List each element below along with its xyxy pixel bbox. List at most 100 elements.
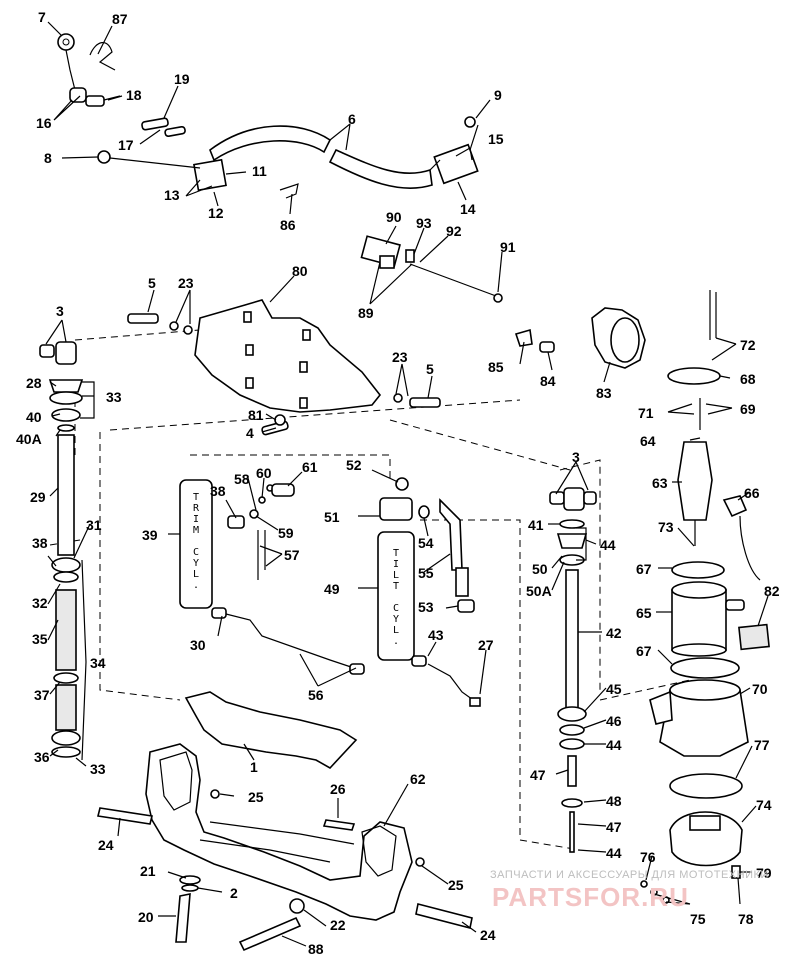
part-number: 6: [348, 111, 356, 127]
part-number: 86: [280, 217, 296, 233]
part-number: 60: [256, 465, 272, 481]
part-number: 58: [234, 471, 250, 487]
cylinder-label-letter: M: [193, 525, 199, 536]
part-number: 29: [30, 489, 46, 505]
part-number: 38: [32, 535, 48, 551]
part-number: 63: [652, 475, 668, 491]
part-number: 31: [86, 517, 102, 533]
part-number: 56: [308, 687, 324, 703]
part-number: 38: [210, 483, 226, 499]
assembly-dashed-lines: [49, 329, 691, 851]
part-number: 33: [106, 389, 122, 405]
part-number: 44: [606, 737, 622, 753]
part-number: 24: [98, 837, 114, 853]
cylinder-label-letter: .: [393, 636, 399, 647]
part-number: 14: [460, 201, 476, 217]
cylinder-label-letter: I: [393, 559, 399, 570]
part-number: 68: [740, 371, 756, 387]
cylinder-label-letter: C: [393, 603, 399, 614]
part-number: 1: [250, 759, 258, 775]
part-number: 20: [138, 909, 154, 925]
part-number: 12: [208, 205, 224, 221]
part-number: 90: [386, 209, 402, 225]
part-number: 26: [330, 781, 346, 797]
cylinder-label-letter: L: [193, 569, 199, 580]
pump-motor-assembly: [514, 290, 770, 904]
part-number: 48: [606, 793, 622, 809]
leader-lines: [45, 21, 769, 947]
part-number: 3: [572, 449, 580, 465]
part-number: 11: [252, 163, 267, 179]
cylinder-label-letter: R: [193, 503, 200, 514]
part-number: 53: [418, 599, 434, 615]
part-number: 80: [292, 263, 308, 279]
part-number: 5: [426, 361, 434, 377]
cylinder-label-letter: .: [193, 580, 199, 591]
part-number: 64: [640, 433, 656, 449]
part-number: 27: [478, 637, 494, 653]
part-number: 69: [740, 401, 756, 417]
part-number: 82: [764, 583, 780, 599]
part-number: 25: [448, 877, 464, 893]
part-number: 32: [32, 595, 48, 611]
cylinder-label-letter: I: [193, 514, 199, 525]
part-number: 3: [56, 303, 64, 319]
part-number: 43: [428, 627, 444, 643]
part-number: 79: [756, 865, 772, 881]
part-number: 36: [34, 749, 50, 765]
part-number: 71: [638, 405, 654, 421]
part-number: 51: [324, 509, 340, 525]
part-number: 54: [418, 535, 434, 551]
part-number: 61: [302, 459, 318, 475]
watermark-tagline: ЗАПЧАСТИ И АКСЕССУАРЫ ДЛЯ МОТОТЕХНИКИ: [490, 869, 769, 881]
part-number: 17: [118, 137, 134, 153]
part-number: 84: [540, 373, 556, 389]
part-number: 19: [174, 71, 190, 87]
part-number: 42: [606, 625, 622, 641]
part-number: 45: [606, 681, 622, 697]
cylinder-label-letter: C: [193, 547, 199, 558]
part-number: 21: [140, 863, 156, 879]
cylinder-label-letter: Y: [193, 558, 199, 569]
part-number: 15: [488, 131, 504, 147]
part-number: 65: [636, 605, 652, 621]
part-number: 24: [480, 927, 496, 943]
part-number: 22: [330, 917, 346, 933]
cylinder-label-letter: L: [393, 570, 399, 581]
stern-bracket: [97, 691, 473, 952]
part-number: 40: [26, 409, 42, 425]
part-number: 7: [38, 9, 46, 25]
right-tilt-rod-stack: [549, 487, 597, 853]
part-number: 72: [740, 337, 756, 353]
part-number: 9: [494, 87, 502, 103]
part-number: 87: [112, 11, 128, 27]
cylinder-label-letter: T: [393, 581, 399, 592]
part-number: 91: [500, 239, 516, 255]
watermark-logo: PARTSFOR.RU: [492, 882, 689, 912]
part-number: 67: [636, 643, 652, 659]
part-number: 57: [284, 547, 300, 563]
part-number: 89: [358, 305, 374, 321]
part-number: 28: [26, 375, 42, 391]
part-number: 81: [248, 407, 264, 423]
part-number: 55: [418, 565, 434, 581]
part-number: 50A: [526, 583, 552, 599]
part-number: 76: [640, 849, 656, 865]
sender-assembly: [360, 235, 503, 303]
bracket-80: [127, 299, 441, 436]
part-number: 8: [44, 150, 52, 166]
part-number: 83: [596, 385, 612, 401]
part-number: 44: [606, 845, 622, 861]
part-number: 67: [636, 561, 652, 577]
part-number: 70: [752, 681, 768, 697]
cylinder-label-letter: Y: [393, 614, 399, 625]
wiring-harness: [57, 33, 479, 199]
cylinder-label-letter: T: [193, 492, 199, 503]
part-number: 77: [754, 737, 770, 753]
left-trim-rod-stack: [39, 341, 84, 758]
part-number: 41: [528, 517, 544, 533]
part-number: 25: [248, 789, 264, 805]
part-number: 59: [278, 525, 294, 541]
